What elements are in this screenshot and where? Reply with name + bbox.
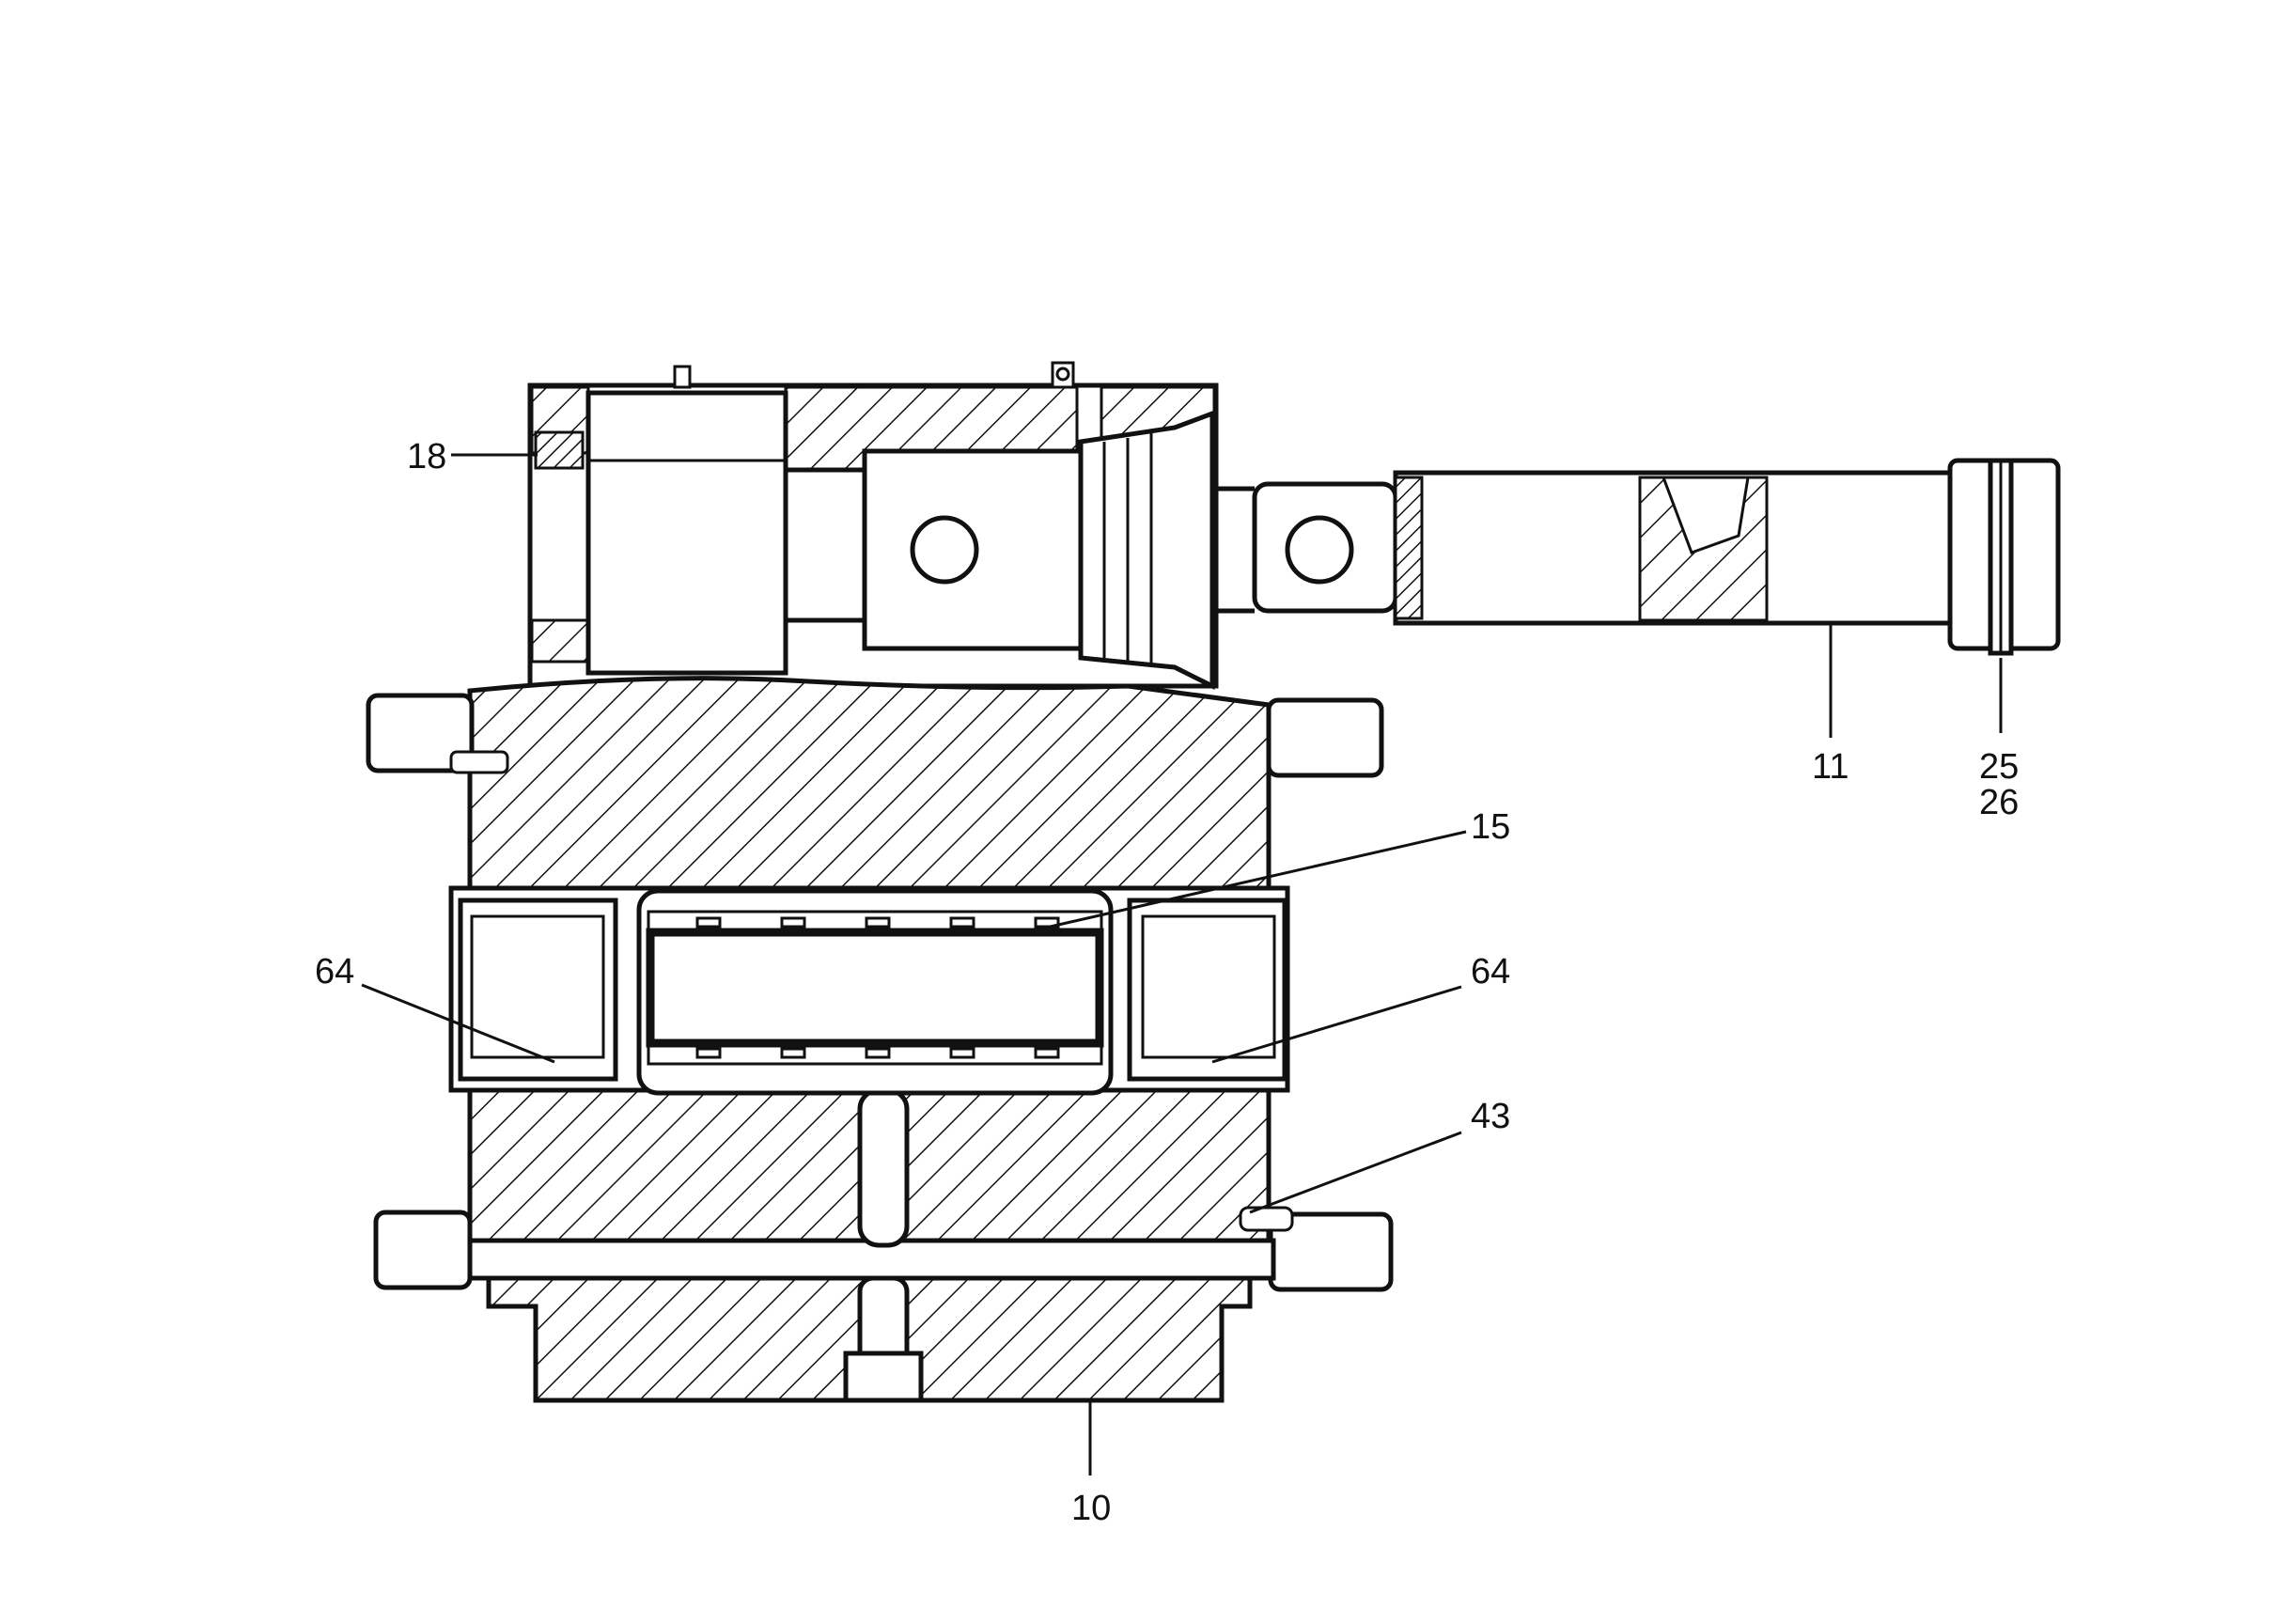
callout-15: 15 <box>1471 807 1510 847</box>
callout-10: 10 <box>1071 1489 1111 1528</box>
callouts: 18 11 25 26 15 64 64 43 10 <box>315 437 2019 1528</box>
callout-18: 18 <box>407 437 446 476</box>
callout-43: 43 <box>1471 1097 1510 1136</box>
part-11-piston-rod <box>783 410 2061 691</box>
leader-lines <box>361 453 2003 1476</box>
callout-25: 25 <box>1979 747 2019 787</box>
part-15-needle-sleeve <box>636 888 1114 1096</box>
callout-11: 11 <box>1812 747 1849 787</box>
part-64-bearing-left <box>458 898 618 1082</box>
callout-64-right: 64 <box>1471 952 1510 992</box>
part-64-bearing-right <box>1127 898 1287 1082</box>
part-18-seal-ring <box>534 390 788 676</box>
callout-64-left: 64 <box>315 952 354 992</box>
callout-26: 26 <box>1979 783 2019 822</box>
